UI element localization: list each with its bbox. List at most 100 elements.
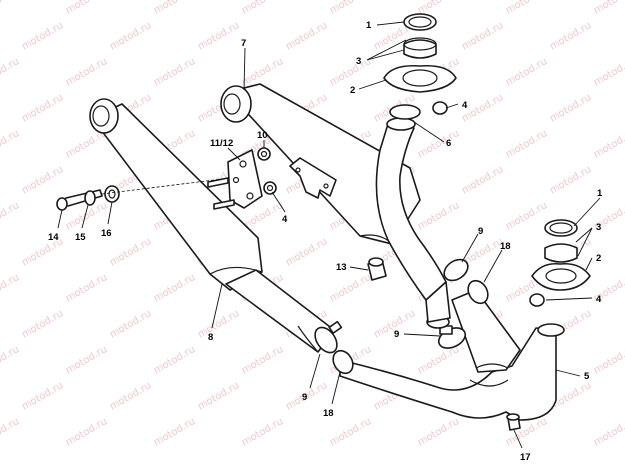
callout-4-mid: 4 [282, 214, 288, 225]
clamp-rear [443, 258, 469, 282]
watermark-text: motod.ru [416, 200, 461, 232]
watermark-text: motod.ru [240, 0, 285, 17]
callout-1-right: 1 [597, 188, 603, 199]
callout-4-right: 4 [596, 294, 602, 305]
watermark-text: motod.ru [0, 128, 21, 160]
watermark-text: motod.ru [240, 56, 285, 88]
watermark-text: motod.ru [284, 236, 329, 268]
bushing-16 [104, 185, 120, 203]
top-flange-assembly [383, 13, 457, 120]
callout-7: 7 [241, 38, 246, 49]
watermark-text: motod.ru [0, 56, 21, 88]
watermark-text: motod.ru [328, 56, 373, 88]
watermark-text: motod.ru [504, 200, 549, 232]
watermark-text: motod.ru [416, 344, 461, 376]
watermark-text: motod.ru [328, 272, 373, 304]
watermark-text: motod.ru [0, 0, 21, 17]
nut-10 [257, 147, 271, 161]
watermark-text: motod.ru [20, 380, 65, 412]
watermark-text: motod.ru [20, 164, 65, 196]
watermark-text: motod.ru [196, 380, 241, 412]
watermark-text: motod.ru [416, 416, 461, 448]
watermark-text: motod.ru [592, 128, 625, 160]
callout-6: 6 [446, 138, 451, 149]
watermark-text: motod.ru [108, 308, 153, 340]
right-flange-assembly [529, 219, 591, 307]
callout-4-top: 4 [462, 100, 468, 111]
watermark-text: motod.ru [0, 416, 21, 448]
watermark-text: motod.ru [196, 308, 241, 340]
watermark-text: motod.ru [152, 0, 197, 17]
watermark-text: motod.ru [64, 56, 109, 88]
watermark-text: motod.ru [240, 416, 285, 448]
front-muffler [89, 98, 263, 291]
clamp-collector [437, 325, 467, 349]
watermark-text: motod.ru [64, 272, 109, 304]
watermark-text: motod.ru [0, 344, 21, 376]
callout-9-bottom: 9 [302, 392, 307, 403]
watermark-text: motod.ru [592, 56, 625, 88]
callout-11-12: 11/12 [210, 138, 233, 149]
watermark-text: motod.ru [328, 416, 373, 448]
washer-15 [84, 190, 96, 206]
callout-10: 10 [257, 130, 268, 141]
watermark-text: motod.ru [240, 344, 285, 376]
watermark-text: motod.ru [548, 20, 593, 52]
plug-17 [506, 413, 521, 431]
watermark-text: motod.ru [20, 20, 65, 52]
watermark-text: motod.ru [108, 20, 153, 52]
watermark-text: motod.ru [64, 344, 109, 376]
watermark-text: motod.ru [108, 380, 153, 412]
watermark-text: motod.ru [504, 56, 549, 88]
watermark-text: motod.ru [152, 416, 197, 448]
watermark-text: motod.ru [152, 344, 197, 376]
watermark-text: motod.ru [548, 164, 593, 196]
watermark-text: motod.ru [504, 128, 549, 160]
watermark-text: motod.ru [20, 308, 65, 340]
callout-17: 17 [520, 452, 531, 463]
callout-16: 16 [101, 228, 112, 239]
callout-labels: 1 3 2 4 6 7 11/12 10 4 14 15 16 1 3 2 4 … [48, 20, 603, 463]
watermark-text: motod.ru [592, 416, 625, 448]
alignment-line [101, 177, 231, 195]
watermark-text: motod.ru [460, 164, 505, 196]
watermark-text: motod.ru [152, 272, 197, 304]
callout-13: 13 [336, 262, 347, 273]
gasket-lower [332, 349, 354, 375]
callout-8: 8 [208, 332, 213, 343]
watermark-text: motod.ru [64, 0, 109, 17]
watermark-text: motod.ru [196, 20, 241, 52]
watermark-text: motod.ru [108, 236, 153, 268]
callout-9-mid: 9 [394, 329, 399, 340]
callout-2-right: 2 [596, 253, 601, 264]
callout-1-top: 1 [366, 20, 372, 31]
cap-nut-13 [367, 257, 387, 281]
rear-head-pipe [375, 117, 451, 329]
watermark-text: motod.ru [284, 20, 329, 52]
watermark-text: motod.ru [152, 56, 197, 88]
callout-9-top: 9 [478, 226, 483, 237]
callout-14: 14 [48, 232, 59, 243]
watermark-text: motod.ru [548, 92, 593, 124]
muffler-bracket [289, 157, 337, 199]
watermark-text: motod.ru [592, 0, 625, 17]
clamp-front [314, 320, 343, 354]
callout-15: 15 [75, 232, 86, 243]
callout-5: 5 [584, 371, 590, 382]
callout-2-top: 2 [350, 85, 355, 96]
gasket-upper [467, 279, 489, 305]
watermark-text: motod.ru [64, 416, 109, 448]
watermark-text: motod.ru [0, 272, 21, 304]
watermark-text: motod.ru [460, 20, 505, 52]
watermark-text: motod.ru [592, 344, 625, 376]
watermark-text: motod.ru [0, 200, 21, 232]
callout-18-top: 18 [500, 241, 511, 252]
leader-lines [57, 21, 601, 449]
watermark-text: motod.ru [328, 0, 373, 17]
callout-3-right: 3 [596, 222, 601, 233]
callout-3-top: 3 [356, 56, 361, 67]
nut-4-mid [263, 181, 277, 195]
rear-muffler [220, 83, 421, 245]
watermark-text: motod.ru [416, 128, 461, 160]
